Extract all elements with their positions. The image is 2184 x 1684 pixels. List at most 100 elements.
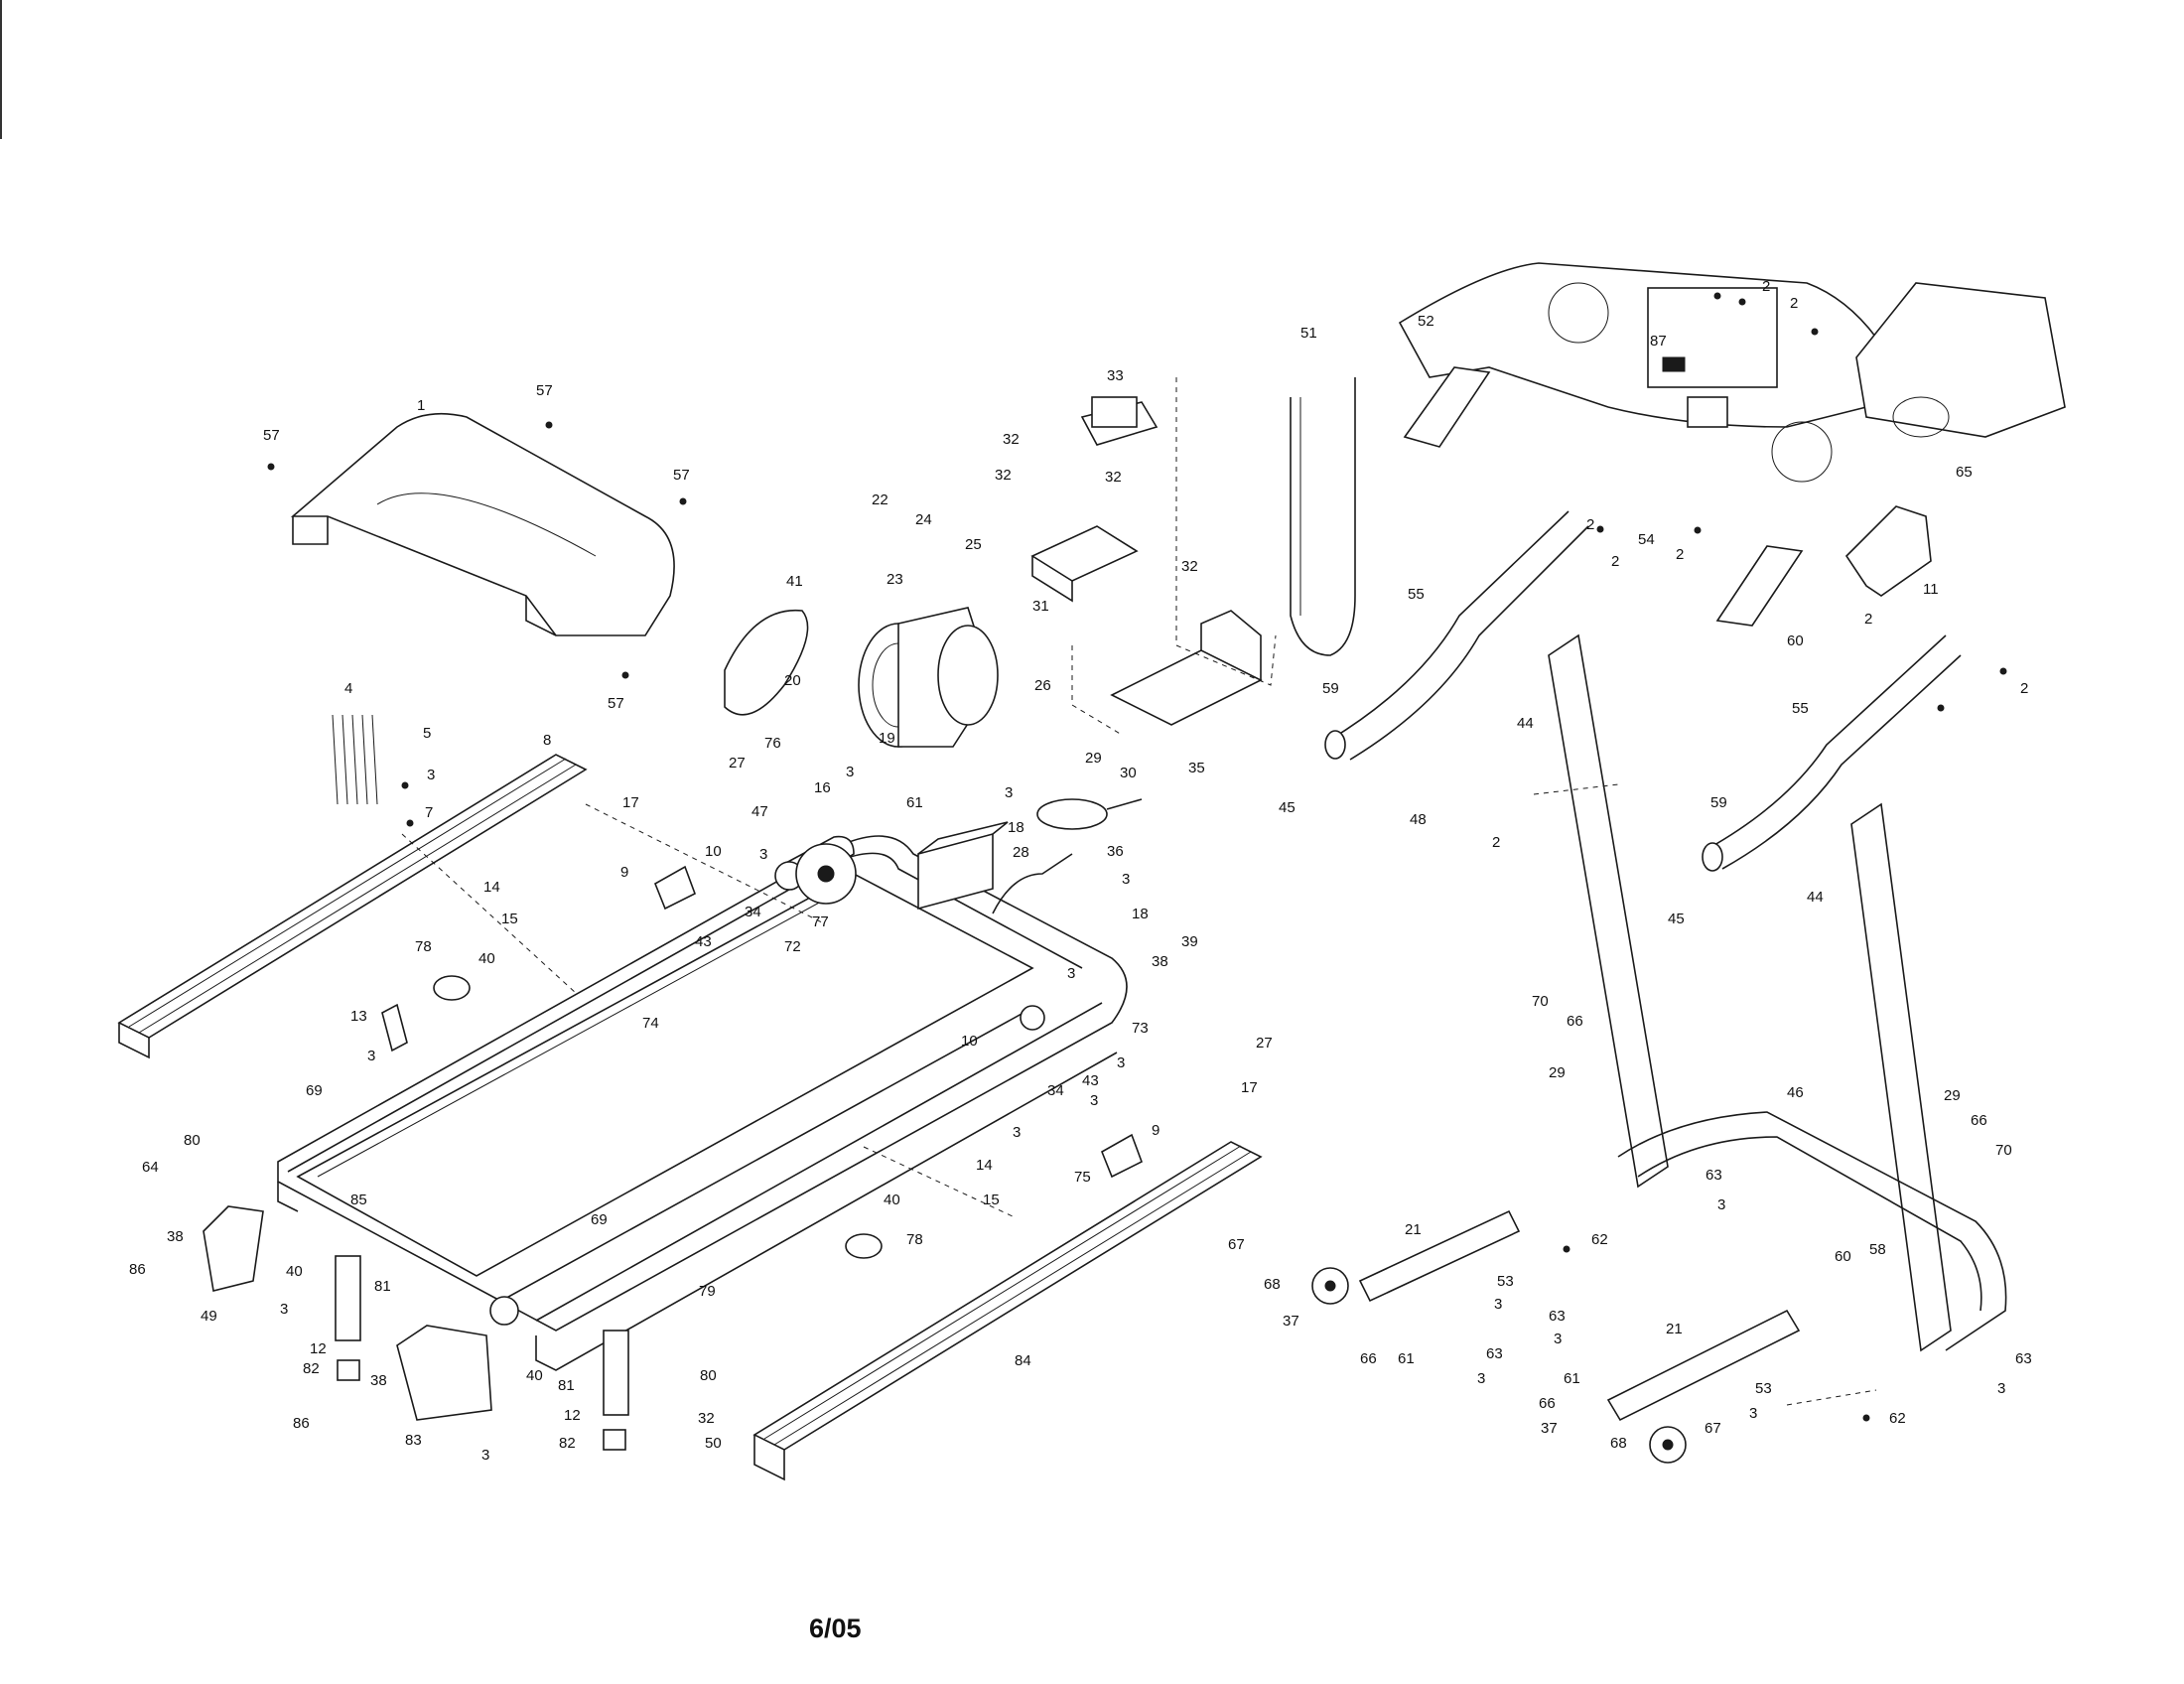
callout-3: 3: [367, 1048, 375, 1064]
callout-20: 20: [784, 672, 801, 689]
console-overlay: [1855, 282, 2066, 438]
callout-2: 2: [1762, 278, 1770, 295]
callout-44: 44: [1517, 715, 1534, 732]
callout-80: 80: [184, 1132, 201, 1149]
callout-61: 61: [1564, 1370, 1580, 1387]
motor-pulley-disc: [795, 843, 857, 905]
callout-83: 83: [405, 1432, 422, 1449]
callout-32: 32: [1105, 469, 1122, 486]
callout-34: 34: [745, 904, 761, 920]
motor-hood: [290, 412, 675, 636]
callout-2: 2: [1492, 834, 1500, 851]
callout-45: 45: [1668, 911, 1685, 927]
callout-25: 25: [965, 536, 982, 553]
callout-16: 16: [814, 779, 831, 796]
callout-44: 44: [1807, 889, 1824, 906]
electronics-tray: [1110, 610, 1263, 726]
callout-45: 45: [1279, 799, 1296, 816]
callout-2: 2: [1864, 611, 1872, 628]
rear-endcap-left: [203, 1205, 264, 1292]
callout-29: 29: [1085, 750, 1102, 767]
callout-53: 53: [1497, 1273, 1514, 1290]
callout-57: 57: [673, 467, 690, 484]
callout-87: 87: [1650, 333, 1667, 350]
callout-65: 65: [1956, 464, 1973, 481]
fasteners: [267, 292, 2007, 1422]
callout-86: 86: [129, 1261, 146, 1278]
callout-3: 3: [1477, 1370, 1485, 1387]
callout-32: 32: [1181, 558, 1198, 575]
callout-26: 26: [1034, 677, 1051, 694]
callout-59: 59: [1710, 794, 1727, 811]
electronics-bracket: [1030, 525, 1139, 603]
callout-43: 43: [695, 933, 712, 950]
callout-3: 3: [1067, 965, 1075, 982]
callout-51: 51: [1300, 325, 1317, 342]
callout-2: 2: [1676, 546, 1684, 563]
callout-3: 3: [1554, 1331, 1562, 1347]
callout-37: 37: [1541, 1420, 1558, 1437]
callout-5: 5: [423, 725, 431, 742]
callout-55: 55: [1408, 586, 1425, 603]
console-handgrips: [1403, 366, 1804, 627]
callout-75: 75: [1074, 1169, 1091, 1186]
callout-69: 69: [591, 1211, 608, 1228]
callout-72: 72: [784, 938, 801, 955]
motor-flywheel: [858, 607, 999, 748]
callout-82: 82: [303, 1360, 320, 1377]
callout-70: 70: [1995, 1142, 2012, 1159]
callout-27: 27: [729, 755, 746, 772]
callout-22: 22: [872, 491, 888, 508]
callout-40: 40: [526, 1367, 543, 1384]
callout-17: 17: [622, 794, 639, 811]
callout-3: 3: [427, 767, 435, 783]
callout-80: 80: [700, 1367, 717, 1384]
callout-2: 2: [1611, 553, 1619, 570]
callout-81: 81: [374, 1278, 391, 1295]
callout-74: 74: [642, 1015, 659, 1032]
callout-3: 3: [1749, 1405, 1757, 1422]
callout-50: 50: [705, 1435, 722, 1452]
power-cord: [992, 798, 1143, 914]
callout-85: 85: [350, 1192, 367, 1208]
callout-10: 10: [705, 843, 722, 860]
callout-57: 57: [263, 427, 280, 444]
callout-57: 57: [608, 695, 624, 712]
callout-68: 68: [1610, 1435, 1627, 1452]
callout-13: 13: [350, 1008, 367, 1025]
rear-endcap-right: [396, 1325, 492, 1421]
callout-62: 62: [1591, 1231, 1608, 1248]
callout-67: 67: [1705, 1420, 1721, 1437]
motor-controller: [917, 821, 1009, 911]
callout-53: 53: [1755, 1380, 1772, 1397]
callout-79: 79: [699, 1283, 716, 1300]
scan-edge-line: [0, 0, 2, 139]
right-handrail: [1702, 634, 1962, 872]
callout-57: 57: [536, 382, 553, 399]
callout-14: 14: [483, 879, 500, 896]
callout-82: 82: [559, 1435, 576, 1452]
callout-2: 2: [1790, 295, 1798, 312]
assembly-leader-lines: [401, 377, 1877, 1406]
callout-55: 55: [1792, 700, 1809, 717]
callout-66: 66: [1539, 1395, 1556, 1412]
callout-7: 7: [425, 804, 433, 821]
callout-1: 1: [417, 397, 425, 414]
callout-40: 40: [286, 1263, 303, 1280]
callout-38: 38: [1152, 953, 1168, 970]
rear-roller: [489, 1005, 1045, 1326]
console-base: [1398, 262, 1877, 483]
callout-84: 84: [1015, 1352, 1031, 1369]
callout-21: 21: [1666, 1321, 1683, 1337]
callout-58: 58: [1869, 1241, 1886, 1258]
callout-12: 12: [310, 1340, 327, 1357]
callout-11: 11: [1923, 581, 1939, 598]
callout-48: 48: [1410, 811, 1427, 828]
callout-60: 60: [1787, 632, 1804, 649]
callout-3: 3: [846, 764, 854, 780]
callout-60: 60: [1835, 1248, 1851, 1265]
callout-3: 3: [280, 1301, 288, 1318]
callout-81: 81: [558, 1377, 575, 1394]
callout-63: 63: [1486, 1345, 1503, 1362]
